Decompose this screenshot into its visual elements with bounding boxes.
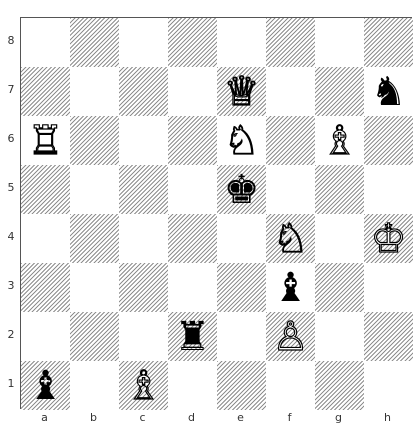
rank-label: 8 [5,34,17,47]
square-h7[interactable]: ♞ [364,67,413,116]
square-a4[interactable] [21,214,70,263]
square-h8[interactable] [364,18,413,67]
square-b6[interactable] [70,116,119,165]
square-h2[interactable] [364,312,413,361]
square-e4[interactable] [217,214,266,263]
square-h4[interactable]: ♔ [364,214,413,263]
file-label: e [216,411,265,424]
square-c7[interactable] [119,67,168,116]
rank-label: 5 [5,181,17,194]
square-c6[interactable] [119,116,168,165]
square-c4[interactable] [119,214,168,263]
file-label: g [314,411,363,424]
square-f7[interactable] [266,67,315,116]
square-c3[interactable] [119,263,168,312]
square-g6[interactable]: ♗ [315,116,364,165]
white-king-icon[interactable]: ♔ [364,214,413,263]
square-b3[interactable] [70,263,119,312]
black-rook-icon[interactable]: ♜ [168,312,217,361]
square-e2[interactable] [217,312,266,361]
square-d2[interactable]: ♜ [168,312,217,361]
square-d6[interactable] [168,116,217,165]
square-e7[interactable]: ♕ [217,67,266,116]
square-f1[interactable] [266,361,315,410]
rank-label: 6 [5,132,17,145]
white-knight-icon[interactable]: ♘ [266,214,315,263]
square-e6[interactable]: ♘ [217,116,266,165]
file-label: h [363,411,412,424]
square-d8[interactable] [168,18,217,67]
square-a7[interactable] [21,67,70,116]
chess-board: ♕♞♖♘♗♚♘♔♝♜♙♝♗ [20,17,412,409]
square-h1[interactable] [364,361,413,410]
square-a8[interactable] [21,18,70,67]
black-knight-icon[interactable]: ♞ [364,67,413,116]
square-b5[interactable] [70,165,119,214]
square-b2[interactable] [70,312,119,361]
square-f8[interactable] [266,18,315,67]
square-e5[interactable]: ♚ [217,165,266,214]
white-pawn-icon[interactable]: ♙ [266,312,315,361]
square-g8[interactable] [315,18,364,67]
square-f6[interactable] [266,116,315,165]
square-f3[interactable]: ♝ [266,263,315,312]
square-b8[interactable] [70,18,119,67]
square-e8[interactable] [217,18,266,67]
square-d5[interactable] [168,165,217,214]
square-g7[interactable] [315,67,364,116]
rank-label: 3 [5,279,17,292]
file-label: f [265,411,314,424]
black-bishop-icon[interactable]: ♝ [266,263,315,312]
square-d3[interactable] [168,263,217,312]
white-queen-icon[interactable]: ♕ [217,67,266,116]
square-h5[interactable] [364,165,413,214]
square-h3[interactable] [364,263,413,312]
square-a5[interactable] [21,165,70,214]
file-label: d [167,411,216,424]
black-king-icon[interactable]: ♚ [217,165,266,214]
square-e1[interactable] [217,361,266,410]
square-g4[interactable] [315,214,364,263]
square-e3[interactable] [217,263,266,312]
square-d7[interactable] [168,67,217,116]
square-b1[interactable] [70,361,119,410]
square-d4[interactable] [168,214,217,263]
square-g2[interactable] [315,312,364,361]
rank-label: 4 [5,230,17,243]
square-c5[interactable] [119,165,168,214]
file-label: c [118,411,167,424]
square-g1[interactable] [315,361,364,410]
square-c2[interactable] [119,312,168,361]
file-label: b [69,411,118,424]
square-g5[interactable] [315,165,364,214]
black-bishop-icon[interactable]: ♝ [21,361,70,410]
square-b7[interactable] [70,67,119,116]
rank-label: 7 [5,83,17,96]
square-a1[interactable]: ♝ [21,361,70,410]
rank-label: 2 [5,328,17,341]
square-f4[interactable]: ♘ [266,214,315,263]
white-knight-icon[interactable]: ♘ [217,116,266,165]
square-a6[interactable]: ♖ [21,116,70,165]
square-d1[interactable] [168,361,217,410]
square-h6[interactable] [364,116,413,165]
square-a3[interactable] [21,263,70,312]
square-a2[interactable] [21,312,70,361]
file-label: a [20,411,69,424]
square-b4[interactable] [70,214,119,263]
white-rook-icon[interactable]: ♖ [21,116,70,165]
white-bishop-icon[interactable]: ♗ [315,116,364,165]
white-bishop-icon[interactable]: ♗ [119,361,168,410]
square-g3[interactable] [315,263,364,312]
square-c1[interactable]: ♗ [119,361,168,410]
rank-label: 1 [5,377,17,390]
square-f2[interactable]: ♙ [266,312,315,361]
square-c8[interactable] [119,18,168,67]
square-f5[interactable] [266,165,315,214]
